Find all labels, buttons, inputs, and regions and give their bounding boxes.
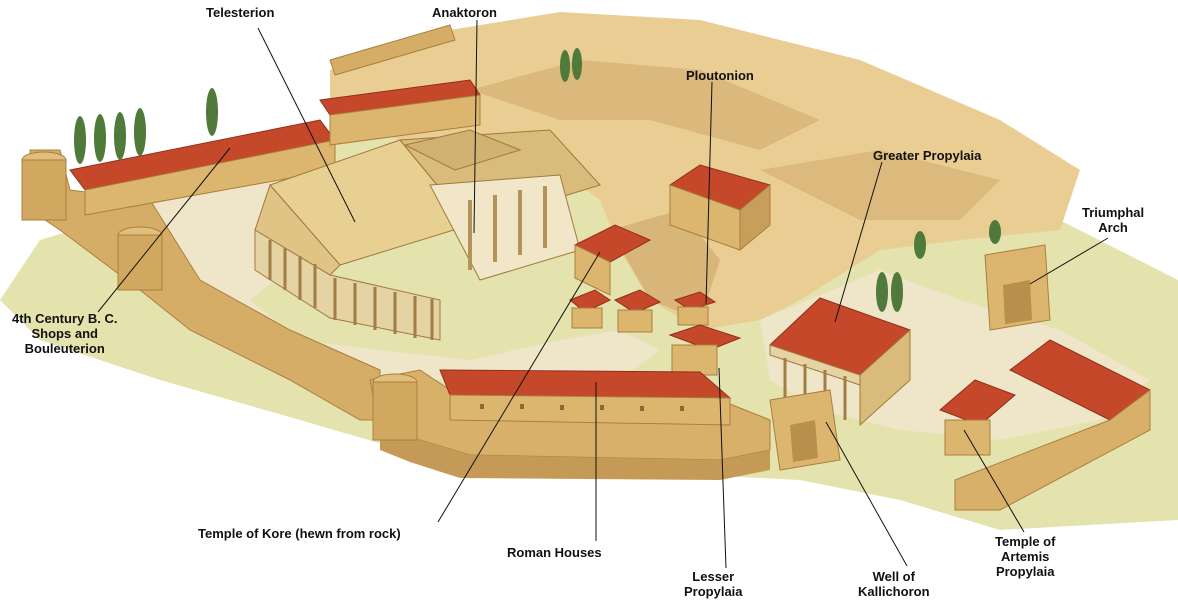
south-wall-face [380, 420, 770, 480]
gate-arch-opening [790, 420, 818, 462]
label-shops-bouleuterion: 4th Century B. C. Shops and Bouleuterion [12, 311, 118, 356]
label-lesser-propylaia: Lesser Propylaia [684, 569, 743, 599]
roman-houses-windows [480, 404, 684, 411]
greater-propylaia-side [859, 328, 911, 427]
small-house-2-wall [617, 309, 653, 333]
label-anaktoron: Anaktoron [432, 5, 497, 20]
label-well-of-kallichoron: Well of Kallichoron [858, 569, 930, 599]
artemis-temple-wall [944, 419, 991, 456]
roman-houses-wall [449, 394, 731, 426]
north-wall [329, 24, 456, 76]
rock-ridge-1 [470, 60, 820, 150]
small-house-1-wall [571, 307, 603, 329]
tower-northwest [21, 159, 67, 221]
roman-houses-roof [439, 369, 732, 399]
cypress-trees [74, 48, 1001, 312]
leader-lines [97, 19, 1109, 569]
label-roman-houses: Roman Houses [507, 545, 602, 560]
anaktoron-pillars [468, 186, 547, 270]
east-wall [954, 389, 1151, 511]
lesser-propylaia-wall [671, 344, 718, 376]
label-telesterion: Telesterion [206, 5, 275, 20]
label-triumphal-arch: Triumphal Arch [1082, 205, 1145, 235]
tower-south [372, 381, 418, 441]
small-house-3-wall [677, 306, 709, 326]
upper-stoa-wall [329, 94, 481, 146]
label-temple-of-artemis: Temple of Artemis Propylaia [995, 534, 1056, 579]
label-temple-of-kore: Temple of Kore (hewn from rock) [198, 526, 401, 541]
ploutonion-side [739, 183, 771, 252]
kore-temple-wall [574, 244, 611, 296]
rock-ridge-2 [760, 150, 1000, 220]
label-ploutonion: Ploutonion [686, 68, 754, 83]
anaktoron-lantern [403, 129, 522, 171]
telesterion-columns [268, 240, 434, 340]
small-house-2 [613, 289, 662, 314]
main-courtyard [110, 160, 660, 380]
triumphal-arch-opening [1003, 280, 1032, 324]
label-greater-propylaia: Greater Propylaia [873, 148, 982, 163]
tower-west [117, 234, 163, 291]
